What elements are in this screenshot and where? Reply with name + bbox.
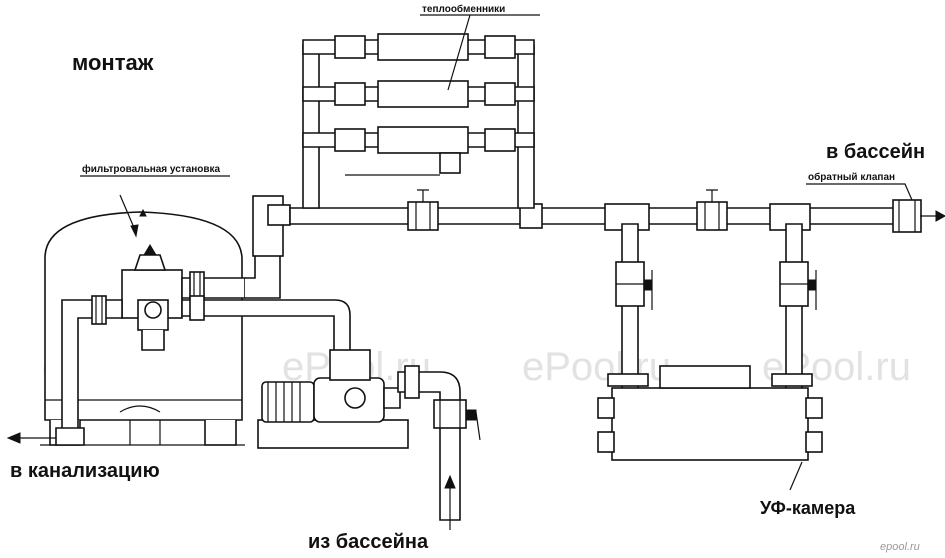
from-pool-label: из бассейна [308,531,429,553]
site-logo: epool.ru [880,541,920,553]
heat-exchanger-row-2 [302,80,535,108]
inlet-pipe [397,365,481,530]
heat-exchanger-row-1 [302,33,535,61]
pump [257,349,409,449]
page-title: монтаж [72,50,154,75]
filter-pipes [55,195,351,446]
heat-exchangers-label: теплообменники [422,3,505,15]
check-valve-label: обратный клапан [808,171,895,183]
heat-exchangers [302,14,540,209]
main-line [289,189,945,233]
to-pool-label: в бассейн [826,141,925,163]
sewer-arrow [6,432,56,444]
multiport-valve [121,244,183,351]
heat-exchanger-row-3 [302,126,535,176]
to-sewer-label: в канализацию [10,460,160,482]
filter-unit-label: фильтровальная установка [82,163,221,175]
uv-chamber-label: УФ-камера [760,498,856,518]
uv-chamber [597,223,823,491]
